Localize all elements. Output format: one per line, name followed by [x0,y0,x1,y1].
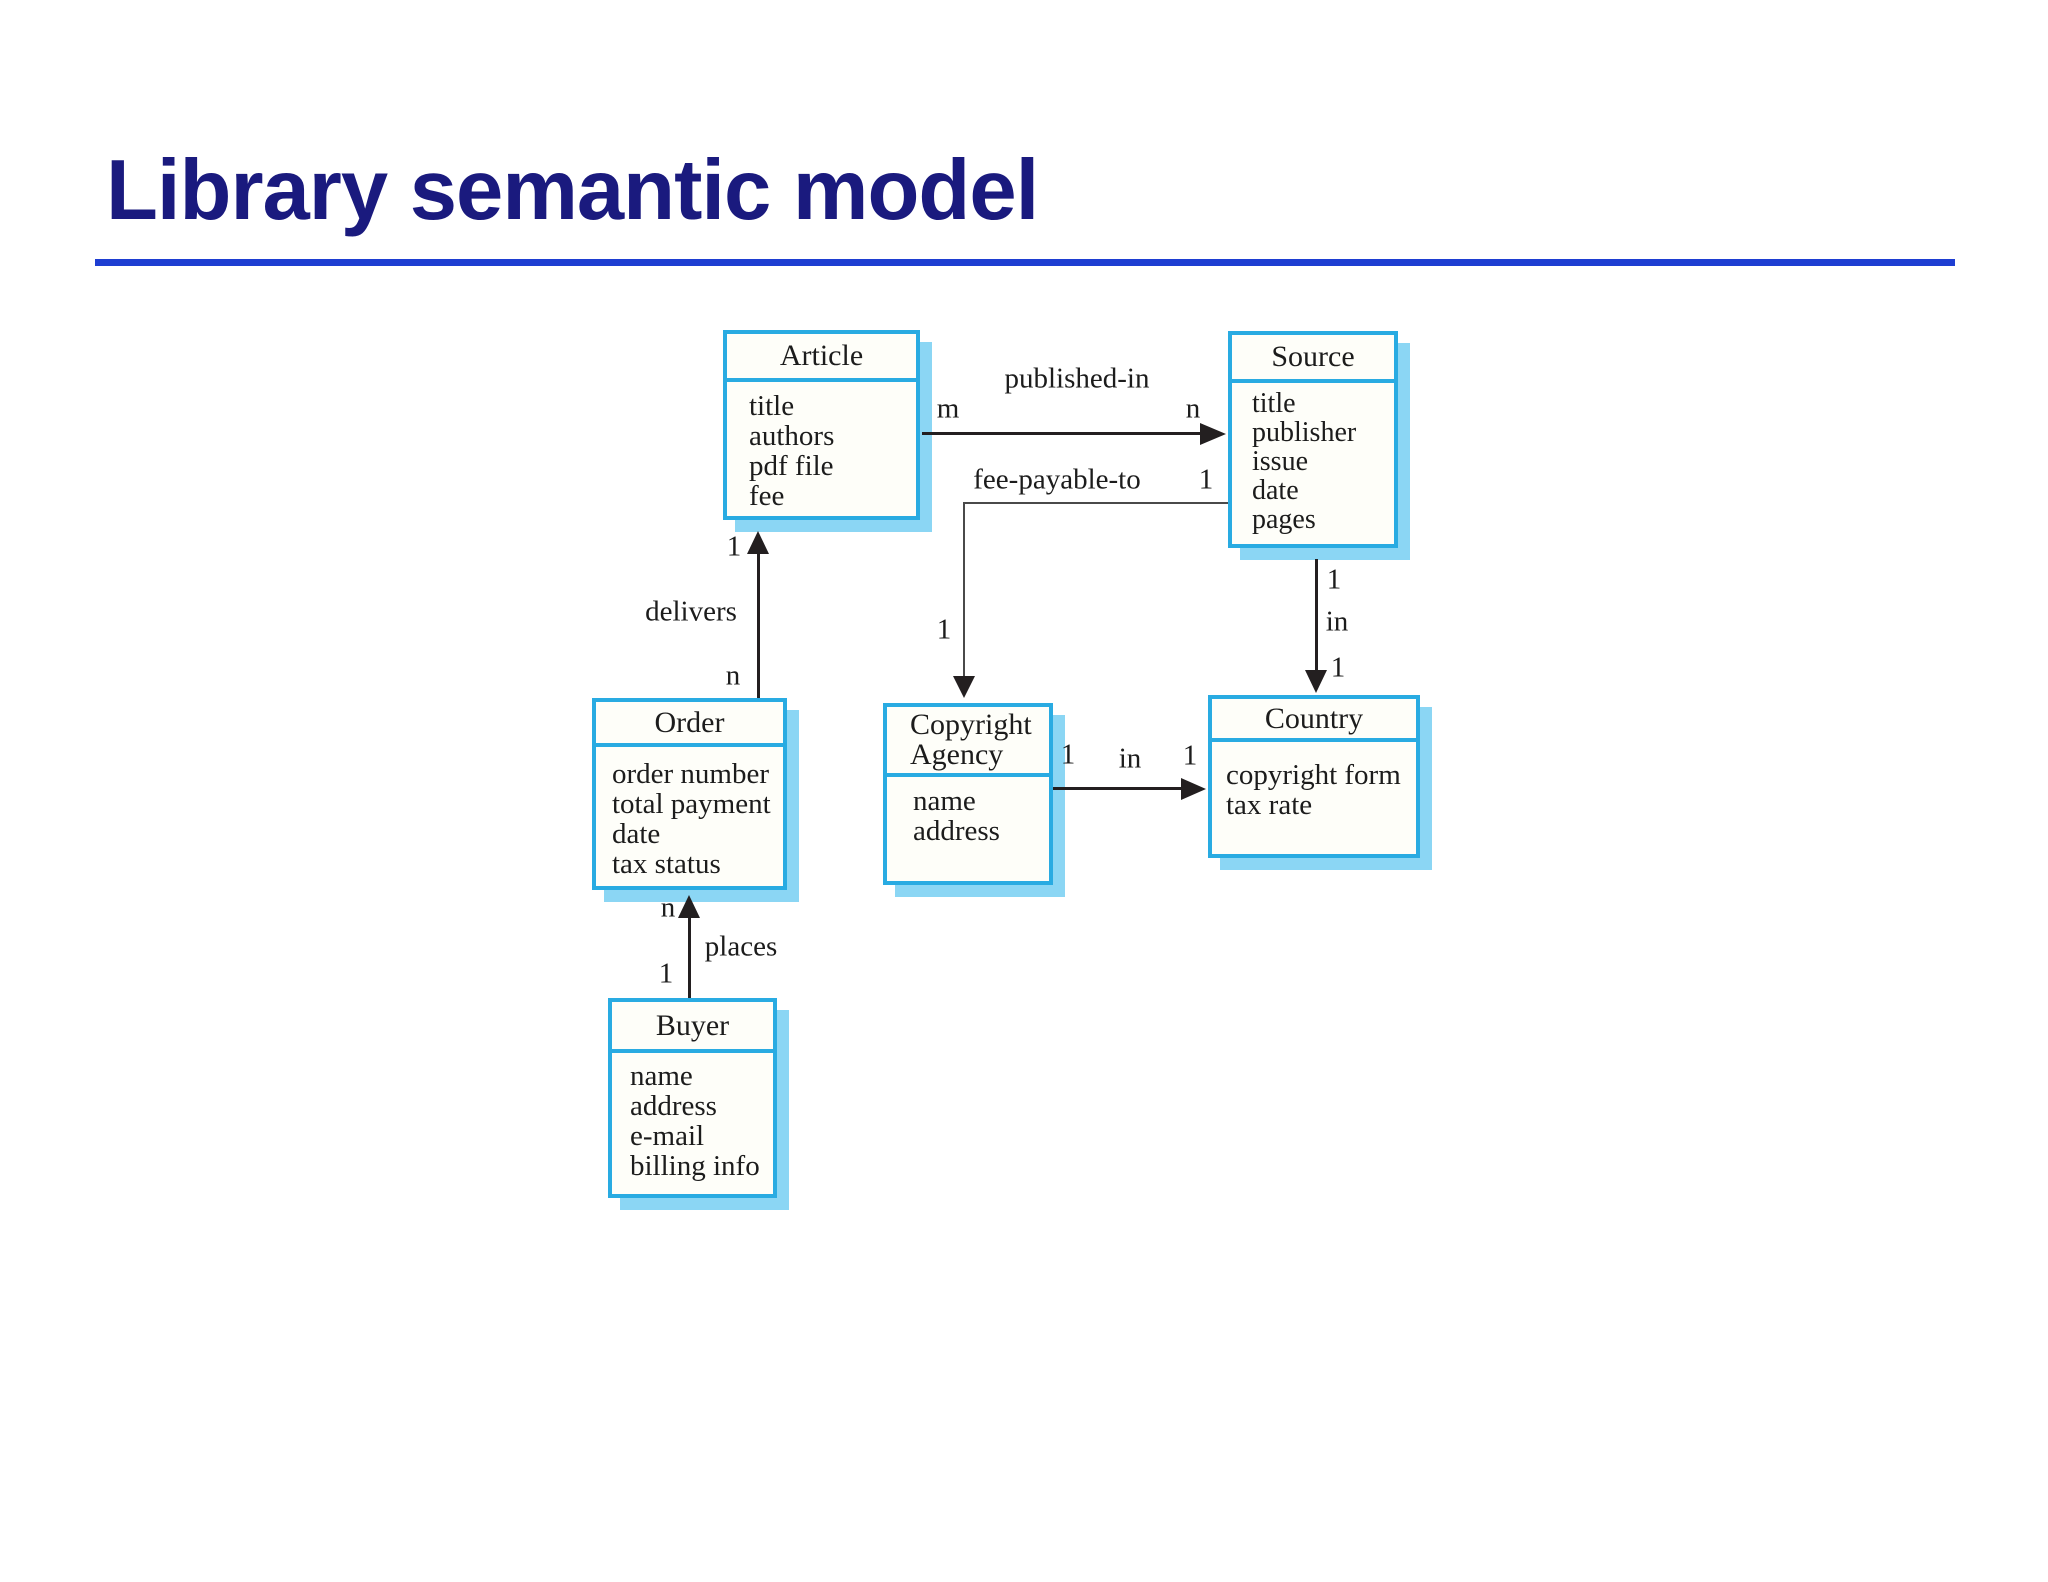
entity-buyer-title: Buyer [612,1002,773,1053]
delivers-arrowhead-icon [747,531,769,554]
fee-payable-to-arrowhead-icon [953,676,975,698]
attribute: title [749,390,795,422]
in-source-country-label: in [1325,605,1349,638]
places-label: places [704,930,778,963]
title-underline-rule [95,259,1955,266]
attribute: name [913,785,976,817]
delivers-line [757,552,760,698]
attribute: publisher [1252,417,1357,448]
entity-source-title: Source [1232,335,1394,383]
entity-copyright-agency-attributes: name address [887,777,1049,846]
places-arrowhead-icon [678,895,700,918]
entity-source-attributes: title publisher issue date pages [1232,383,1394,534]
in-agency-country-cardinality-country: 1 [1182,739,1198,772]
places-cardinality-order: n [660,891,676,924]
in-agency-country-label: in [1118,742,1142,775]
fee-payable-to-label: fee-payable-to [973,463,1141,496]
published-in-label: published-in [1004,362,1150,395]
entity-country: Country copyright form tax rate [1208,695,1420,858]
entity-buyer-attributes: name address e-mail billing info [612,1053,773,1181]
in-source-country-arrowhead-icon [1305,670,1327,693]
attribute: order number [612,758,770,790]
entity-article-attributes: title authors pdf file fee [727,382,916,511]
published-in-arrowhead-icon [1200,423,1226,445]
attribute: tax rate [1226,789,1313,821]
entity-country-attributes: copyright form tax rate [1212,742,1416,820]
attribute: fee [749,480,785,512]
places-line [688,917,691,998]
in-agency-country-line [1053,787,1185,790]
delivers-label: delivers [645,595,737,628]
entity-article-title: Article [727,334,916,382]
delivers-cardinality-article: 1 [726,530,742,563]
entity-order: Order order number total payment date ta… [592,698,787,890]
entity-copyright-agency: Copyright Agency name address [883,703,1053,885]
in-agency-country-arrowhead-icon [1181,778,1206,800]
published-in-line [922,432,1202,435]
entity-copyright-agency-title: Copyright Agency [887,707,1049,777]
in-source-country-line [1315,559,1318,671]
attribute: copyright form [1226,759,1401,791]
published-in-cardinality-m: m [936,392,960,425]
attribute: tax status [612,848,721,880]
attribute: title [1252,388,1296,419]
attribute: e-mail [630,1120,705,1152]
delivers-cardinality-order: n [725,659,741,692]
attribute: issue [1252,446,1308,477]
fee-payable-to-cardinality-source: 1 [1198,463,1214,496]
attribute: address [630,1090,717,1122]
in-agency-country-cardinality-agency: 1 [1060,738,1076,771]
fee-payable-to-line-vertical [963,502,965,678]
in-source-country-cardinality-source: 1 [1326,563,1342,596]
entity-order-attributes: order number total payment date tax stat… [596,747,783,879]
entity-buyer: Buyer name address e-mail billing info [608,998,777,1198]
attribute: date [1252,475,1299,506]
attribute: total payment [612,788,771,820]
attribute: address [913,815,1000,847]
entity-source: Source title publisher issue date pages [1228,331,1398,548]
page-title: Library semantic model [106,143,1039,238]
attribute: name [630,1060,693,1092]
attribute: authors [749,420,835,452]
attribute: date [612,818,661,850]
attribute: pages [1252,504,1316,535]
entity-order-title: Order [596,702,783,747]
in-source-country-cardinality-country: 1 [1330,651,1346,684]
attribute: pdf file [749,450,834,482]
published-in-cardinality-n: n [1185,392,1201,425]
attribute: billing info [630,1150,760,1182]
entity-country-title: Country [1212,699,1416,742]
entity-article: Article title authors pdf file fee [723,330,920,520]
places-cardinality-buyer: 1 [658,957,674,990]
fee-payable-to-cardinality-agency: 1 [936,613,952,646]
fee-payable-to-line-horizontal [963,502,1228,504]
